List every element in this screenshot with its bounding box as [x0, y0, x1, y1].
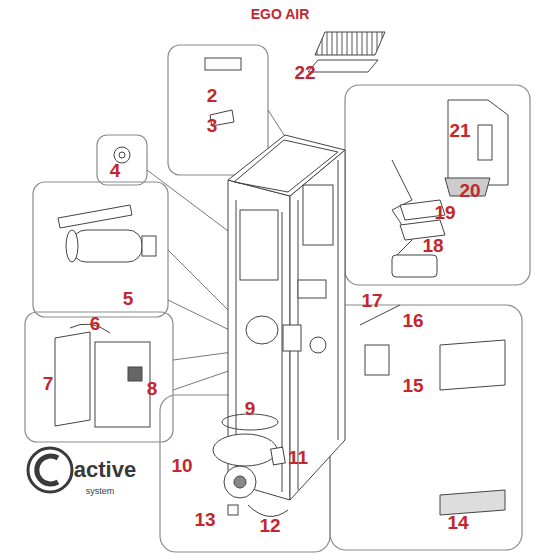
callout-number: 22 — [294, 63, 315, 82]
callout-number: 7 — [43, 374, 54, 393]
callout-number: 2 — [207, 86, 218, 105]
callout-number: 9 — [245, 399, 256, 418]
callout-number: 8 — [147, 379, 158, 398]
callout-number: 6 — [90, 314, 101, 333]
logo-mark — [28, 448, 72, 492]
callout-number: 18 — [422, 236, 443, 255]
callout-number: 16 — [402, 311, 423, 330]
callout-number: 15 — [402, 376, 423, 395]
callout-number: 13 — [194, 510, 215, 529]
callout-number: 11 — [288, 448, 308, 467]
logo-text: active — [74, 459, 136, 481]
logo-text: system — [86, 487, 115, 496]
callout-number: 17 — [361, 291, 382, 310]
callout-number: 12 — [259, 516, 280, 535]
callout-number: 5 — [123, 289, 134, 308]
callout-number: 4 — [110, 161, 121, 180]
callout-number: 20 — [459, 181, 480, 200]
callout-number: 10 — [171, 456, 192, 475]
callout-number: 21 — [449, 121, 470, 140]
title: EGO AIR — [251, 6, 310, 22]
part-drawings — [55, 32, 508, 516]
callout-number: 14 — [447, 513, 468, 532]
callout-number: 3 — [207, 116, 218, 135]
callout-number: 19 — [434, 203, 455, 222]
group-frames — [25, 45, 530, 552]
